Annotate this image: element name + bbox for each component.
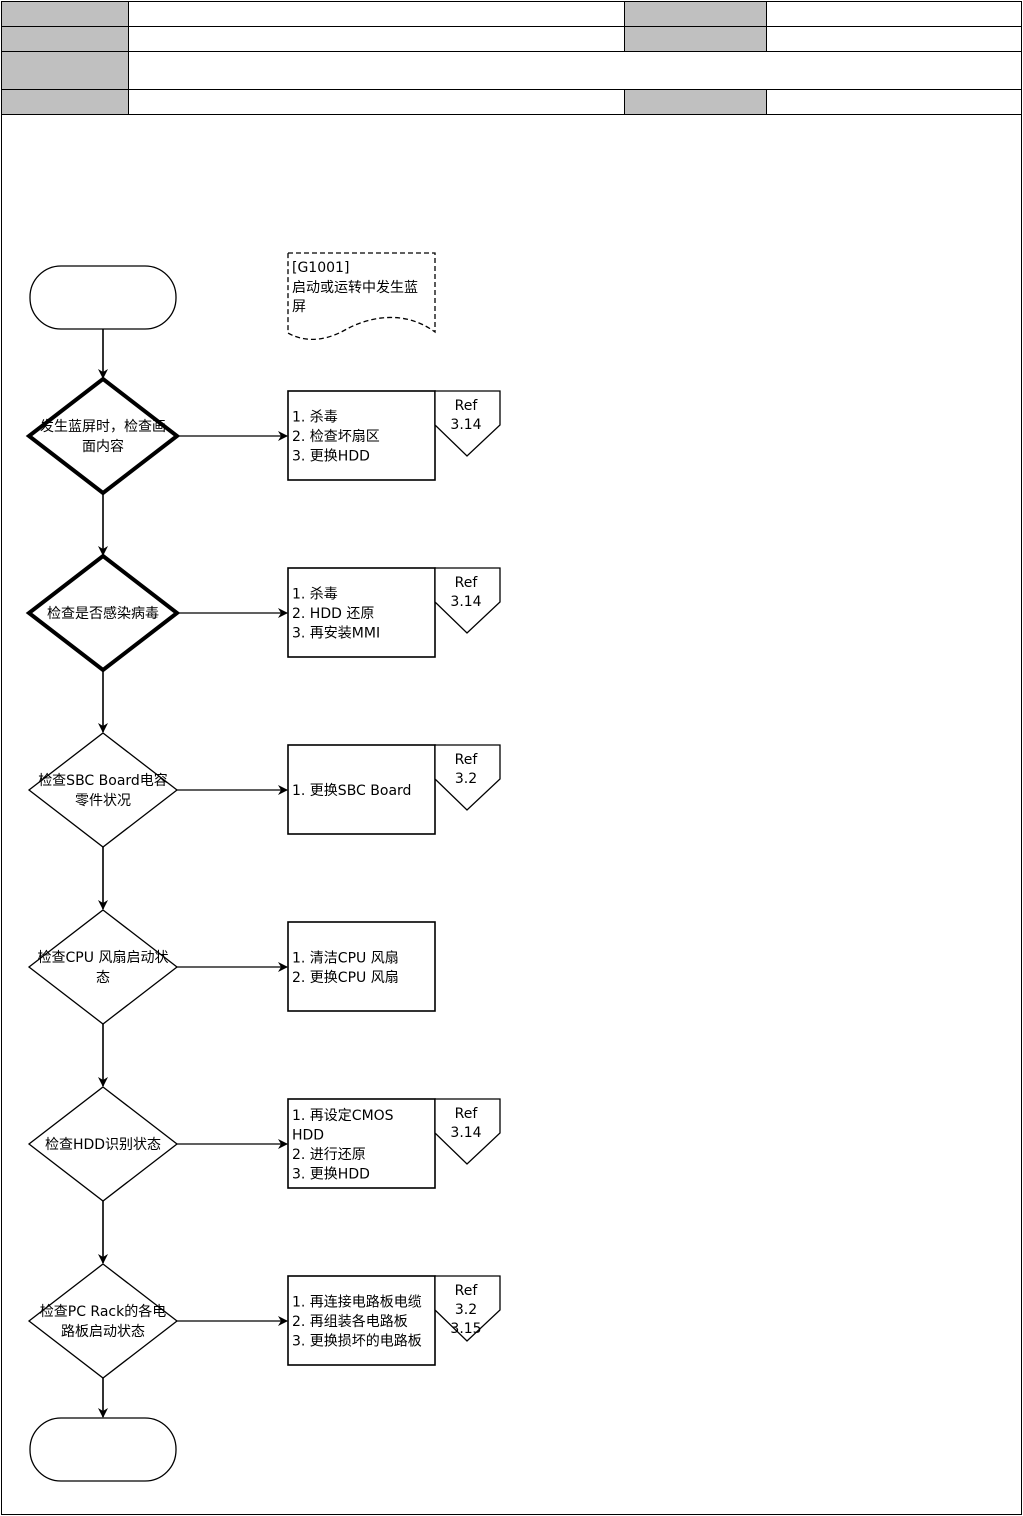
action-item: HDD [292,1127,324,1143]
decision-diamond [27,732,179,848]
reference-label: 3.14 [450,1125,481,1141]
start-terminator [29,265,177,330]
action-item: 1. 清洁CPU 风扇 [292,950,399,966]
decision-label: 面内容 [82,438,124,455]
header-label-cell [1,89,129,115]
reference-label: 3.2 [455,1302,477,1318]
decision-label: 检查SBC Board电容 [38,772,168,789]
reference-label: 3.14 [450,417,481,433]
action-box [287,921,436,1012]
action-box [287,744,436,835]
header-value-cell [766,89,1022,115]
header-label-cell [624,1,767,27]
decision-diamond [27,1263,179,1379]
decision-label: 检查PC Rack的各电 [40,1304,166,1320]
reference-label: Ref [455,398,479,414]
decision-label: 发生蓝屏时，检查画 [40,419,166,435]
reference-label: 3.15 [450,1321,481,1337]
action-item: 2. 进行还原 [292,1147,366,1163]
reference-label: Ref [455,1106,479,1122]
header-value-cell [128,26,625,52]
note-code: [G1001] [292,260,349,276]
reference-label: Ref [455,575,479,591]
action-item: 2. HDD 还原 [292,606,374,622]
action-item: 2. 检查坏扇区 [292,429,380,445]
reference-marker [434,1098,501,1165]
header-value-cell [128,1,625,27]
decision-label: 检查HDD识别状态 [45,1137,161,1153]
action-item: 1. 再连接电路板电缆 [292,1294,422,1311]
note-text-line: 启动或运转中发生蓝 [292,280,418,296]
decision-diamond [27,909,179,1025]
decision-diamond [25,376,181,496]
decision-label: 检查是否感染病毒 [47,605,159,622]
action-item: 3. 更换HDD [292,448,370,465]
action-item: 1. 更换SBC Board [292,782,411,799]
reference-label: 3.2 [455,771,477,787]
decision-label: 零件状况 [75,793,131,809]
decision-label: 态 [96,970,110,986]
action-item: 3. 更换HDD [292,1165,370,1182]
action-box [287,567,436,658]
header-table [1,1,1022,115]
header-label-cell [624,89,767,115]
reference-label: Ref [455,1283,479,1299]
reference-marker [434,567,501,634]
reference-marker [434,1275,501,1342]
header-wide-value-cell [128,51,1022,90]
decision-label: 路板启动状态 [61,1324,145,1340]
action-box [287,390,436,481]
action-item: 2. 更换CPU 风扇 [292,969,399,986]
action-item: 2. 再组装各电路板 [292,1314,408,1330]
reference-label: 3.14 [450,594,481,610]
note-document-shape [287,252,436,341]
reference-label: Ref [455,752,479,768]
header-label-cell [1,26,129,52]
action-item: 1. 再设定CMOS [292,1108,394,1124]
note-text-line: 屏 [292,299,306,315]
action-box [287,1275,436,1366]
action-item: 3. 再安装MMI [292,626,380,642]
action-item: 3. 更换损坏的电路板 [292,1333,422,1350]
header-value-cell [128,89,625,115]
reference-marker [434,744,501,811]
reference-marker [434,390,501,457]
end-terminator [29,1417,177,1482]
decision-label: 检查CPU 风扇启动状 [38,950,169,966]
header-label-cell [1,1,129,27]
action-box [287,1098,436,1189]
action-item: 1. 杀毒 [292,410,338,426]
action-item: 1. 杀毒 [292,587,338,603]
header-value-cell [766,1,1022,27]
